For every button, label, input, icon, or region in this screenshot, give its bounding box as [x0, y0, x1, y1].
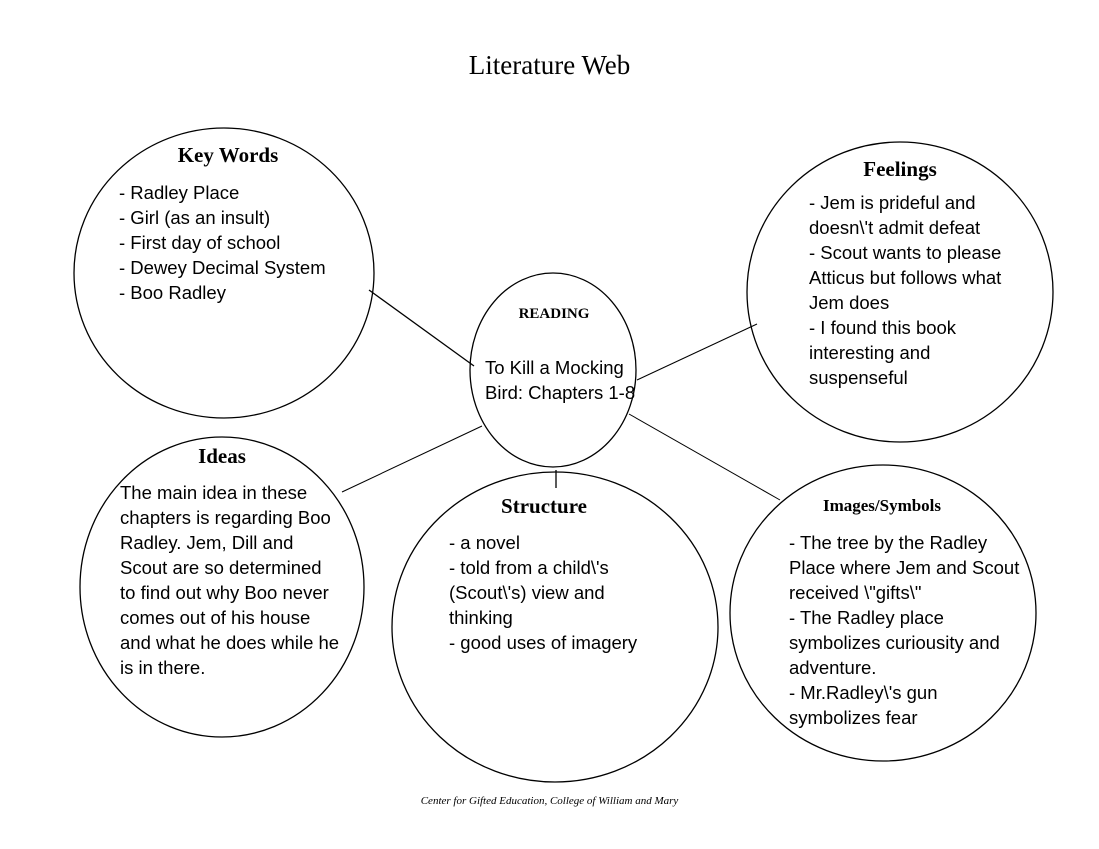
feelings-list: - Jem is prideful and doesn\'t admit def… — [809, 190, 1001, 390]
text-line: The main idea in these — [120, 482, 308, 503]
text-line: Radley. Jem, Dill and — [120, 532, 294, 553]
list-item: - Scout wants to please — [809, 242, 1002, 263]
text-line: to find out why Boo never — [120, 582, 329, 603]
list-item: - told from a child\'s — [449, 557, 609, 578]
text-line: comes out of his house — [120, 607, 311, 628]
list-item: - Jem is prideful and — [809, 192, 976, 213]
ideas-heading: Ideas — [198, 444, 246, 468]
list-item: - Boo Radley — [119, 282, 226, 303]
list-item: - Radley Place — [119, 182, 240, 203]
list-item: thinking — [449, 607, 513, 628]
list-item: Atticus but follows what — [809, 267, 1002, 288]
list-item: interesting and — [809, 342, 931, 363]
list-item: - Mr.Radley\'s gun — [789, 682, 938, 703]
list-item: symbolizes curiousity and — [789, 632, 1000, 653]
list-item: Place where Jem and Scout — [789, 557, 1020, 578]
page-title: Literature Web — [468, 50, 631, 80]
key-words-heading: Key Words — [177, 143, 279, 167]
connector-ideas — [341, 425, 483, 493]
connector-images-symbols — [628, 413, 781, 501]
text-line: is in there. — [120, 657, 206, 678]
feelings-circle — [746, 141, 1054, 443]
connector-feelings — [636, 323, 758, 381]
structure-list: - a novel - told from a child\'s (Scout\… — [449, 530, 637, 655]
ideas-circle — [79, 436, 365, 738]
footer-credit: Center for Gifted Education, College of … — [420, 795, 679, 807]
structure-circle — [391, 471, 719, 783]
list-item: - The tree by the Radley — [789, 532, 988, 553]
list-item: received \"gifts\" — [789, 582, 922, 603]
list-item: - Dewey Decimal System — [119, 257, 326, 278]
key-words-circle — [73, 127, 375, 419]
list-item: - I found this book — [809, 317, 957, 338]
list-item: - good uses of imagery — [449, 632, 638, 653]
list-item: suspenseful — [809, 367, 908, 388]
reading-title: To Kill a Mocking Bird: Chapters 1-8 — [485, 355, 635, 405]
feelings-heading: Feelings — [863, 157, 937, 181]
list-item: - a novel — [449, 532, 520, 553]
text-line: Scout are so determined — [120, 557, 322, 578]
reading-circle — [469, 272, 637, 468]
list-item: - Girl (as an insult) — [119, 207, 271, 228]
list-item: doesn\'t admit defeat — [809, 217, 981, 238]
structure-heading: Structure — [501, 494, 587, 518]
images-symbols-heading: Images/Symbols — [822, 496, 942, 515]
list-item: (Scout\'s) view and — [449, 582, 605, 603]
key-words-list: - Radley Place - Girl (as an insult) - F… — [119, 180, 326, 305]
reading-title-line: To Kill a Mocking — [485, 357, 624, 378]
connector-key-words — [368, 289, 475, 367]
ideas-text: The main idea in these chapters is regar… — [120, 480, 339, 680]
reading-title-line: Bird: Chapters 1-8 — [485, 382, 636, 403]
text-line: chapters is regarding Boo — [120, 507, 331, 528]
list-item: adventure. — [789, 657, 877, 678]
images-symbols-list: - The tree by the Radley Place where Jem… — [789, 530, 1019, 730]
list-item: - The Radley place — [789, 607, 944, 628]
list-item: Jem does — [809, 292, 890, 313]
text-line: and what he does while he — [120, 632, 340, 653]
reading-label: READING — [518, 306, 590, 322]
list-item: - First day of school — [119, 232, 281, 253]
list-item: symbolizes fear — [789, 707, 918, 728]
images-symbols-circle — [729, 464, 1037, 762]
